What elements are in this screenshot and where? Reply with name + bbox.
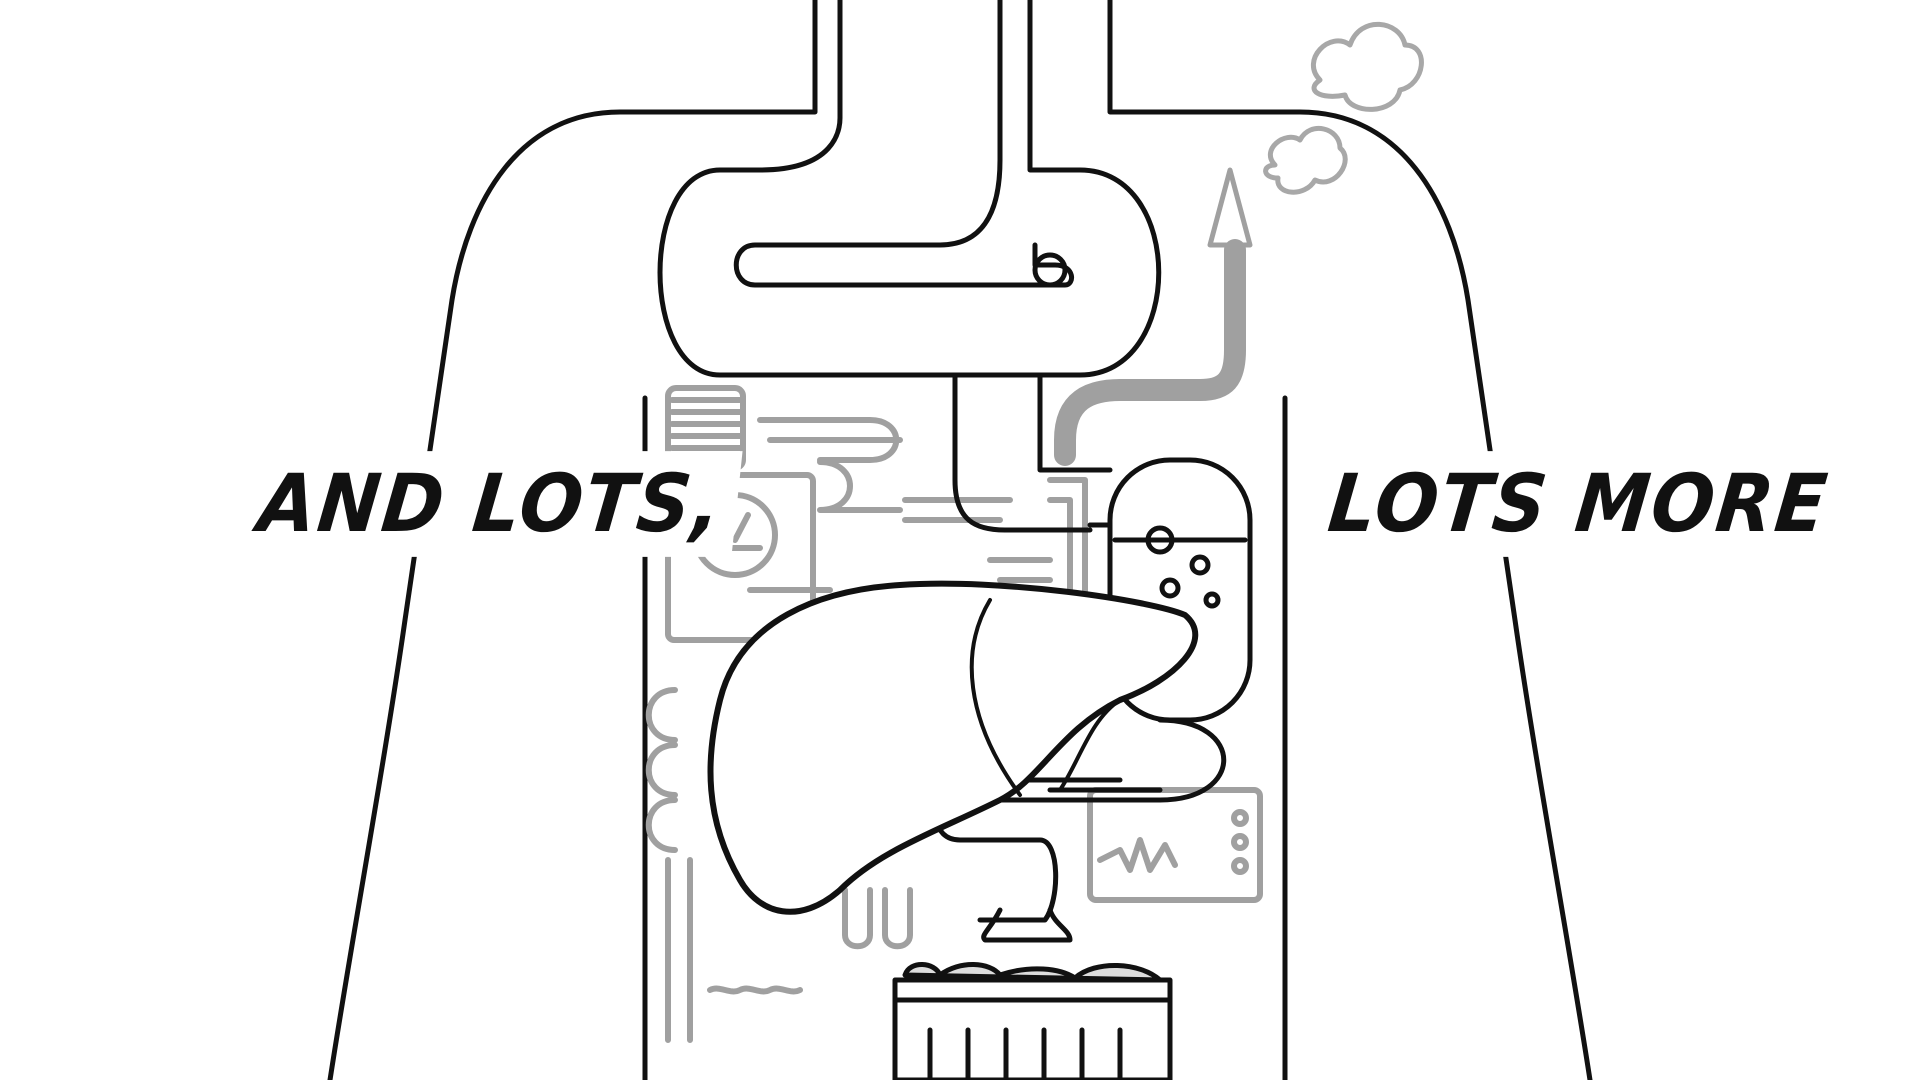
- trash-bin-icon: [892, 962, 1173, 1080]
- neck-left-outline: [327, 0, 818, 1080]
- caption-right: LOTS MORE: [1309, 451, 1848, 557]
- monitor-screen-icon: [1087, 787, 1263, 903]
- neck-right-outline: [1107, 0, 1593, 1080]
- exhaust-pipe-icon: [1054, 239, 1246, 466]
- stomach-outlet: [981, 907, 1073, 943]
- liver-icon: [707, 580, 1199, 915]
- gauge-box: [665, 472, 816, 643]
- steam-clouds-icon: [1263, 21, 1424, 195]
- caption-left: AND LOTS,: [239, 451, 743, 557]
- exhaust-arrow-icon: [1207, 167, 1253, 248]
